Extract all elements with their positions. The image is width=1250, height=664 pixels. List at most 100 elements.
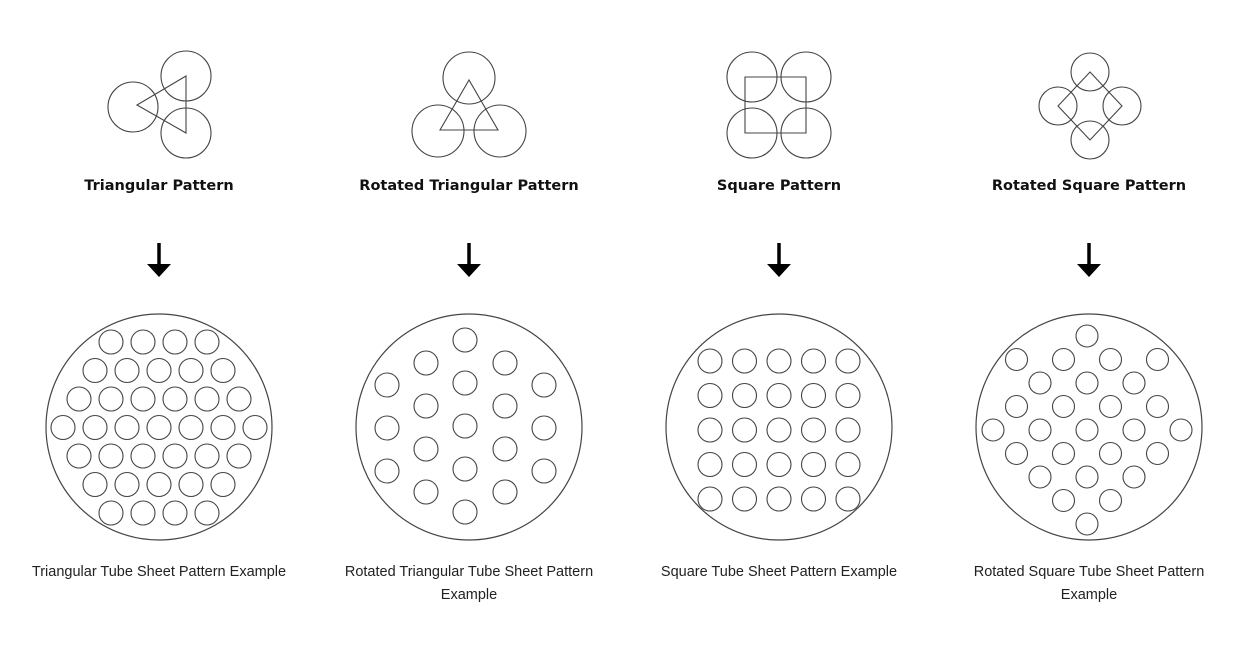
tube-circle: [115, 359, 139, 383]
pattern-triangle: [440, 80, 498, 130]
tube-circle: [1006, 396, 1028, 418]
tube-circle: [211, 473, 235, 497]
tube-circle: [99, 501, 123, 525]
tube-circle: [733, 453, 757, 477]
tube-circle: [1076, 325, 1098, 347]
tube-circle: [99, 387, 123, 411]
tube-circle: [767, 384, 791, 408]
tube-circle: [493, 394, 517, 418]
tube-circle: [1123, 466, 1145, 488]
tube-circle: [802, 453, 826, 477]
tube-circle: [836, 384, 860, 408]
tube-circle: [1100, 443, 1122, 465]
pattern-tube-circle: [1071, 121, 1109, 159]
pattern-tube-circle: [1039, 87, 1077, 125]
tube-circle: [147, 473, 171, 497]
down-arrow-icon: [457, 240, 481, 277]
tube-circle: [1076, 466, 1098, 488]
tube-circle: [163, 387, 187, 411]
tube-circle: [453, 500, 477, 524]
tube-sheet-triangular: [44, 312, 274, 542]
tube-circle: [163, 330, 187, 354]
tube-circle: [1123, 372, 1145, 394]
tube-circle: [767, 487, 791, 511]
tube-circle: [1029, 466, 1051, 488]
tube-circle: [67, 444, 91, 468]
down-arrow-icon: [767, 240, 791, 277]
caption-line: Square Tube Sheet Pattern Example: [660, 564, 898, 580]
tube-circle: [1100, 349, 1122, 371]
pattern-caption: Square Tube Sheet Pattern Example: [629, 561, 929, 584]
tube-circle: [532, 459, 556, 483]
tube-circle: [1029, 372, 1051, 394]
tube-circle: [179, 359, 203, 383]
pattern-tube-circle: [1071, 53, 1109, 91]
tube-circle: [115, 473, 139, 497]
tube-circle: [453, 328, 477, 352]
tube-circle: [375, 459, 399, 483]
tube-circle: [99, 330, 123, 354]
tube-circle: [698, 487, 722, 511]
tube-circle: [836, 418, 860, 442]
caption-line: Rotated Triangular Tube Sheet Pattern: [344, 564, 594, 580]
tube-circle: [733, 487, 757, 511]
pattern-diamond: [1058, 72, 1122, 140]
caption-line: Triangular Tube Sheet Pattern Example: [31, 564, 287, 580]
pattern-tube-circle: [412, 105, 464, 157]
pattern-tube-circle: [474, 105, 526, 157]
pattern-triangle: [137, 76, 186, 133]
tube-circle: [493, 351, 517, 375]
tube-circle: [982, 419, 1004, 441]
tube-circle: [414, 480, 438, 504]
pattern-column-rotated-triangular: Rotated Triangular Pattern Rotated Trian…: [319, 0, 619, 664]
tube-circle: [163, 501, 187, 525]
tube-circle: [1053, 443, 1075, 465]
tube-circle: [532, 416, 556, 440]
tube-sheet-outline: [666, 314, 892, 540]
tube-circle: [83, 359, 107, 383]
tube-circle: [836, 349, 860, 373]
tube-circle: [1076, 372, 1098, 394]
tube-circle: [1006, 443, 1028, 465]
tube-circle: [1123, 419, 1145, 441]
tube-circle: [453, 414, 477, 438]
tube-circle: [493, 480, 517, 504]
tube-circle: [131, 501, 155, 525]
rotated-square-pattern-icon: [989, 40, 1189, 170]
pattern-title: Square Pattern: [716, 178, 842, 194]
pattern-title: Rotated Triangular Pattern: [359, 178, 579, 194]
tube-circle: [227, 387, 251, 411]
pattern-tube-circle: [443, 52, 495, 104]
pattern-column-rotated-square: Rotated Square Pattern Rotated Square Tu…: [939, 0, 1239, 664]
tube-circle: [375, 416, 399, 440]
tube-circle: [1100, 490, 1122, 512]
tube-circle: [51, 416, 75, 440]
pattern-caption: Triangular Tube Sheet Pattern Example: [9, 561, 309, 584]
tube-circle: [195, 444, 219, 468]
pattern-title: Triangular Pattern: [84, 178, 234, 194]
tube-circle: [195, 501, 219, 525]
tube-circle: [767, 349, 791, 373]
tube-circle: [227, 444, 251, 468]
tube-circle: [131, 444, 155, 468]
tube-circle: [211, 416, 235, 440]
tube-circle: [195, 387, 219, 411]
triangular-pattern-icon: [59, 40, 259, 170]
tube-circle: [767, 453, 791, 477]
tube-sheet-square: [664, 312, 894, 542]
tube-circle: [733, 384, 757, 408]
tube-circle: [375, 373, 399, 397]
tube-circle: [1147, 396, 1169, 418]
tube-circle: [698, 418, 722, 442]
tube-circle: [211, 359, 235, 383]
tube-circle: [195, 330, 219, 354]
tube-circle: [1170, 419, 1192, 441]
pattern-square: [745, 77, 806, 133]
tube-circle: [767, 418, 791, 442]
tube-circle: [733, 418, 757, 442]
tube-circle: [836, 487, 860, 511]
tube-circle: [698, 453, 722, 477]
tube-circle: [1053, 396, 1075, 418]
pattern-title: Rotated Square Pattern: [991, 178, 1187, 194]
tube-circle: [802, 384, 826, 408]
